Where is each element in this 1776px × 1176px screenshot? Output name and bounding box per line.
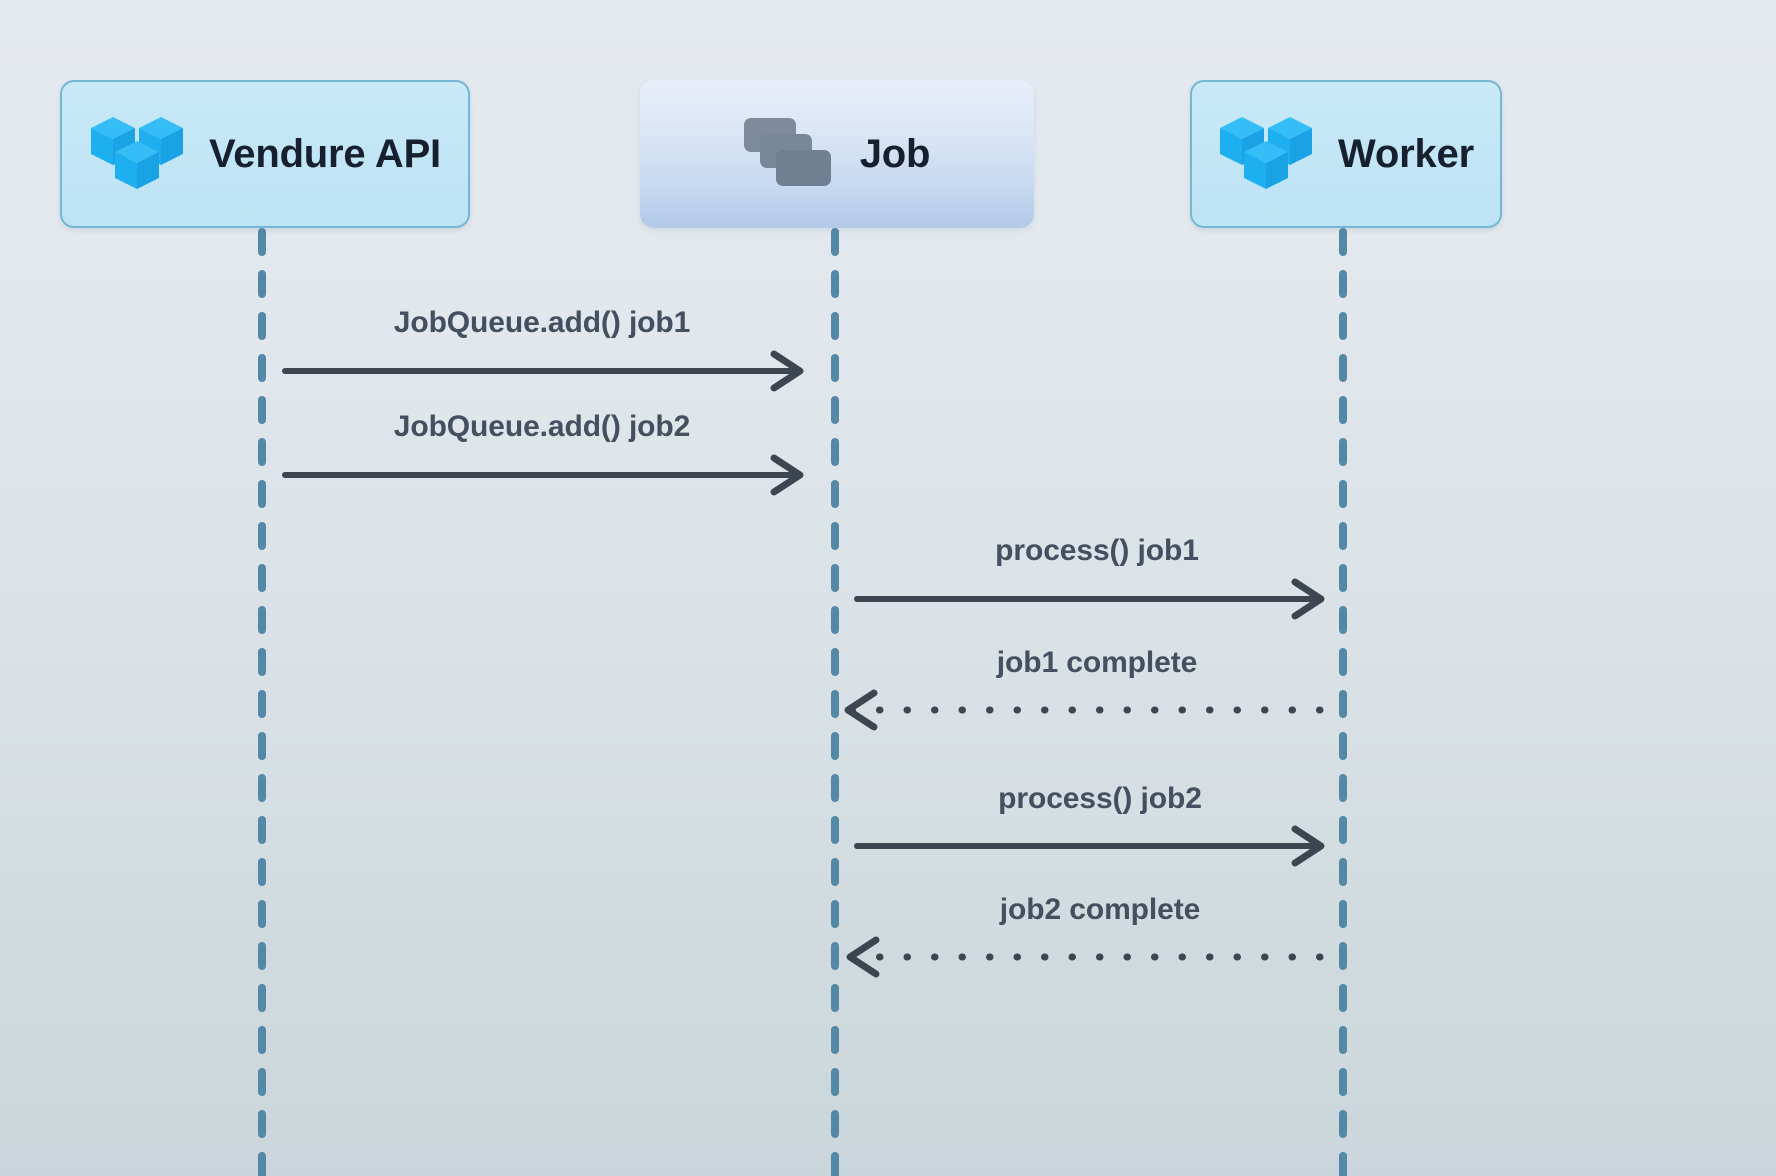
- participant-label: Job: [859, 131, 931, 176]
- vendure-cubes-icon: [91, 117, 184, 189]
- participant-vendure-api[interactable]: Vendure API: [60, 80, 470, 228]
- message-label-msg-6: job2 complete: [999, 893, 1201, 926]
- message-label-msg-2: JobQueue.add() job2: [393, 410, 691, 443]
- participant-label: Vendure API: [209, 131, 441, 176]
- message-arrow-msg-2: [282, 454, 804, 496]
- message-label-msg-3: process() job1: [995, 534, 1199, 567]
- participant-worker[interactable]: Worker: [1190, 80, 1502, 228]
- message-arrow-msg-4: [844, 689, 1324, 731]
- message-label-msg-1: JobQueue.add() job1: [393, 306, 691, 339]
- vendure-cubes-icon: [1220, 117, 1313, 189]
- message-label-msg-4: job1 complete: [996, 646, 1198, 679]
- message-arrow-msg-3: [854, 578, 1325, 620]
- message-arrow-msg-5: [854, 825, 1325, 867]
- message-arrow-msg-1: [282, 350, 804, 392]
- message-arrow-msg-6: [846, 936, 1324, 978]
- stacked-cards-icon: [743, 118, 831, 186]
- participant-label: Worker: [1338, 131, 1474, 176]
- participant-job[interactable]: Job: [640, 80, 1034, 228]
- message-label-msg-5: process() job2: [998, 782, 1202, 815]
